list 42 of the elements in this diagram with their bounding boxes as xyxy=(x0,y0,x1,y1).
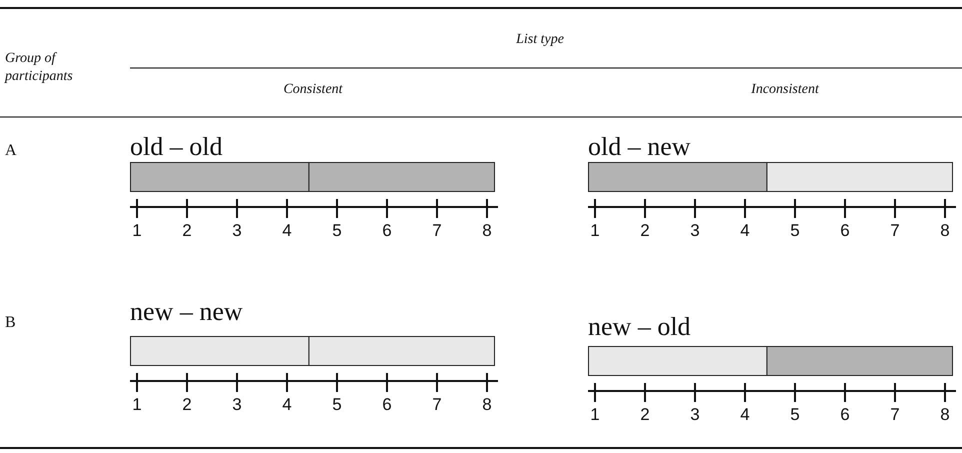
tick-label: 5 xyxy=(790,221,800,241)
tick-label: 4 xyxy=(282,395,292,415)
tick-label: 2 xyxy=(640,221,650,241)
tick-label: 3 xyxy=(232,395,242,415)
tick-label: 4 xyxy=(740,405,750,425)
tick-label: 8 xyxy=(482,221,492,241)
tick-label: 6 xyxy=(840,405,850,425)
tick-label: 1 xyxy=(590,405,600,425)
tick-label: 7 xyxy=(890,405,900,425)
tick-label: 3 xyxy=(232,221,242,241)
panel-title: old – old xyxy=(130,132,222,162)
column-header: Inconsistent xyxy=(751,82,819,98)
tick-label: 8 xyxy=(940,221,950,241)
row-label: B xyxy=(5,314,16,332)
tick-label: 4 xyxy=(740,221,750,241)
tick-label: 4 xyxy=(282,221,292,241)
panel-title: new – new xyxy=(130,297,243,327)
tick-label: 3 xyxy=(690,405,700,425)
panel-title: old – new xyxy=(588,132,691,162)
tick-label: 1 xyxy=(132,221,142,241)
column-header: Consistent xyxy=(283,82,343,98)
tick-label: 7 xyxy=(890,221,900,241)
tick-label: 2 xyxy=(182,395,192,415)
tick-label: 5 xyxy=(332,221,342,241)
tick-label: 5 xyxy=(790,405,800,425)
tick-label: 3 xyxy=(690,221,700,241)
tick-label: 7 xyxy=(432,221,442,241)
row-label: A xyxy=(5,142,17,160)
tick-label: 8 xyxy=(482,395,492,415)
column-header: Group of participants xyxy=(5,50,74,86)
tick-label: 1 xyxy=(132,395,142,415)
tick-label: 5 xyxy=(332,395,342,415)
tick-label: 2 xyxy=(640,405,650,425)
tick-label: 8 xyxy=(940,405,950,425)
tick-label: 2 xyxy=(182,221,192,241)
tick-label: 7 xyxy=(432,395,442,415)
panel-title: new – old xyxy=(588,312,691,342)
tick-label: 6 xyxy=(382,395,392,415)
tick-label: 1 xyxy=(590,221,600,241)
tick-label: 6 xyxy=(382,221,392,241)
tick-label: 6 xyxy=(840,221,850,241)
column-header: List type xyxy=(516,32,564,48)
